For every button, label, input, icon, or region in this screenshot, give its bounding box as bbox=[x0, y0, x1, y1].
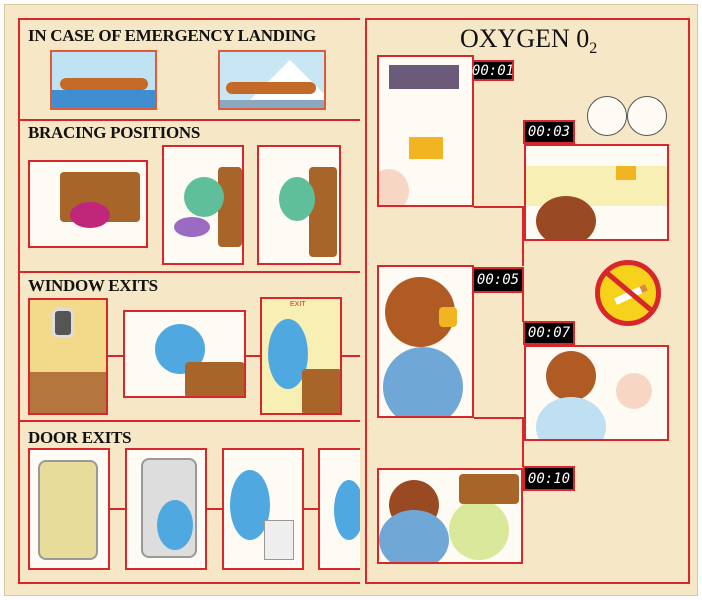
oxygen-panel-4 bbox=[524, 345, 669, 441]
no-smoking-icon bbox=[595, 260, 661, 326]
right-page-frame bbox=[365, 18, 690, 584]
timer-00-05: 00:05 bbox=[472, 267, 524, 293]
connector bbox=[108, 355, 124, 357]
window-exit-panel-3: EXIT bbox=[260, 297, 342, 415]
oxygen-panel-2 bbox=[524, 144, 669, 241]
connector bbox=[110, 508, 126, 510]
connector bbox=[342, 355, 360, 357]
bracing-panel-2 bbox=[162, 145, 244, 265]
window-exit-panel-1 bbox=[28, 298, 108, 415]
oxygen-panel-5 bbox=[377, 468, 523, 564]
door-exit-panel-2 bbox=[125, 448, 207, 570]
oxygen-panel-3 bbox=[377, 265, 474, 418]
connector bbox=[304, 508, 319, 510]
connector bbox=[246, 355, 261, 357]
oxygen-panel-1 bbox=[377, 55, 474, 207]
divider bbox=[18, 271, 360, 273]
connector bbox=[207, 508, 223, 510]
bracing-panel-3 bbox=[257, 145, 341, 265]
timer-00-01: 00:01 bbox=[472, 60, 514, 81]
door-exit-panel-4 bbox=[318, 448, 360, 570]
left-page-frame bbox=[18, 18, 360, 584]
connector bbox=[474, 206, 524, 208]
oxygen-title: OXYGEN 02 bbox=[460, 24, 597, 58]
connector bbox=[522, 292, 524, 322]
door-exit-panel-3 bbox=[222, 448, 304, 570]
divider bbox=[18, 119, 360, 121]
timer-00-10: 00:10 bbox=[523, 466, 575, 491]
heading-window-exits: WINDOW EXITS bbox=[28, 276, 158, 295]
oxygen-title-subscript: 2 bbox=[589, 40, 598, 58]
heading-bracing-positions: BRACING POSITIONS bbox=[28, 123, 201, 142]
timer-00-07: 00:07 bbox=[523, 321, 575, 345]
heading-door-exits: DOOR EXITS bbox=[28, 428, 132, 447]
divider bbox=[18, 420, 360, 422]
bracing-panel-1 bbox=[28, 160, 148, 248]
plane-water-illustration bbox=[50, 50, 157, 110]
oxygen-title-text: OXYGEN 0 bbox=[460, 24, 590, 53]
mask-pull-diagram-icon bbox=[627, 96, 667, 136]
timer-00-03: 00:03 bbox=[523, 120, 575, 144]
connector bbox=[522, 417, 524, 467]
connector bbox=[522, 206, 524, 266]
connector bbox=[474, 417, 524, 419]
mask-pull-diagram-icon bbox=[587, 96, 627, 136]
door-exit-panel-1 bbox=[28, 448, 110, 570]
window-exit-panel-2 bbox=[123, 310, 246, 398]
heading-emergency-landing: IN CASE OF EMERGENCY LANDING bbox=[28, 26, 316, 45]
exit-sign: EXIT bbox=[290, 301, 306, 308]
plane-mountain-illustration bbox=[218, 50, 326, 110]
